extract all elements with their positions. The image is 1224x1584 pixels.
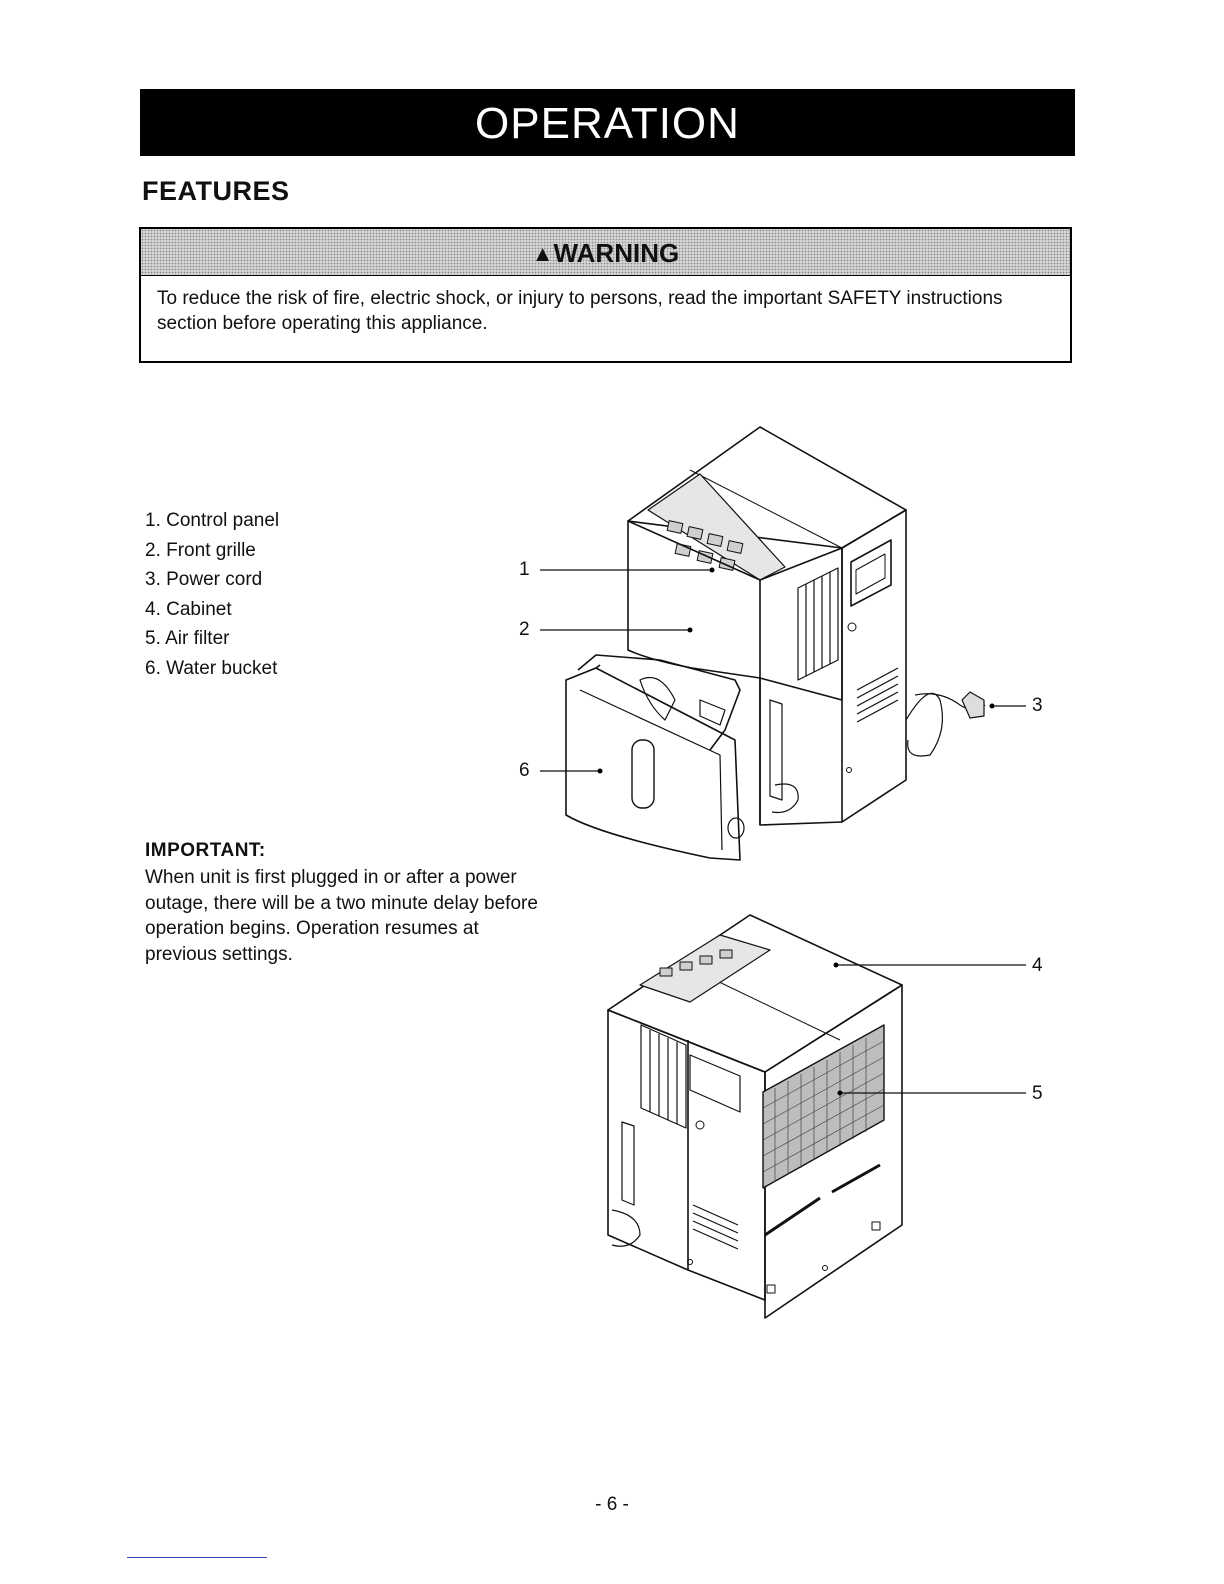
list-item: 6. Water bucket xyxy=(145,657,278,679)
warning-label: WARNING xyxy=(553,238,680,268)
page-banner: OPERATION xyxy=(140,89,1075,156)
callout-label-2: 2 xyxy=(519,619,530,640)
front-view-drawing xyxy=(565,426,986,861)
page-number: - 6 - xyxy=(595,1494,629,1515)
callout-dots xyxy=(597,567,995,1096)
list-item: 4. Cabinet xyxy=(145,598,232,620)
list-item: 5. Air filter xyxy=(145,628,230,649)
warning-box: ▲WARNING To reduce the risk of fire, ele… xyxy=(139,227,1072,363)
important-title: IMPORTANT: xyxy=(145,840,266,861)
section-title: FEATURES xyxy=(142,176,290,206)
callout-label-4: 4 xyxy=(1032,955,1043,976)
callout-label-5: 5 xyxy=(1032,1083,1043,1104)
callout-label-3: 3 xyxy=(1032,695,1043,716)
warning-triangle-icon: ▲ xyxy=(531,241,554,266)
parts-list: 1. Control panel 2. Front grille 3. Powe… xyxy=(145,506,279,683)
callout-label-6: 6 xyxy=(519,760,530,781)
warning-header: ▲WARNING xyxy=(141,229,1070,276)
list-item: 3. Power cord xyxy=(145,569,263,590)
callout-leader-lines xyxy=(540,569,1026,1094)
footer-rule xyxy=(127,1557,267,1558)
list-item: 1. Control panel xyxy=(145,510,280,531)
list-item: 2. Front grille xyxy=(145,539,256,561)
rear-view-drawing xyxy=(607,914,903,1319)
important-text: When unit is first plugged in or after a… xyxy=(145,867,538,965)
warning-text: To reduce the risk of fire, electric sho… xyxy=(157,288,1003,334)
callout-label-1: 1 xyxy=(519,559,530,580)
